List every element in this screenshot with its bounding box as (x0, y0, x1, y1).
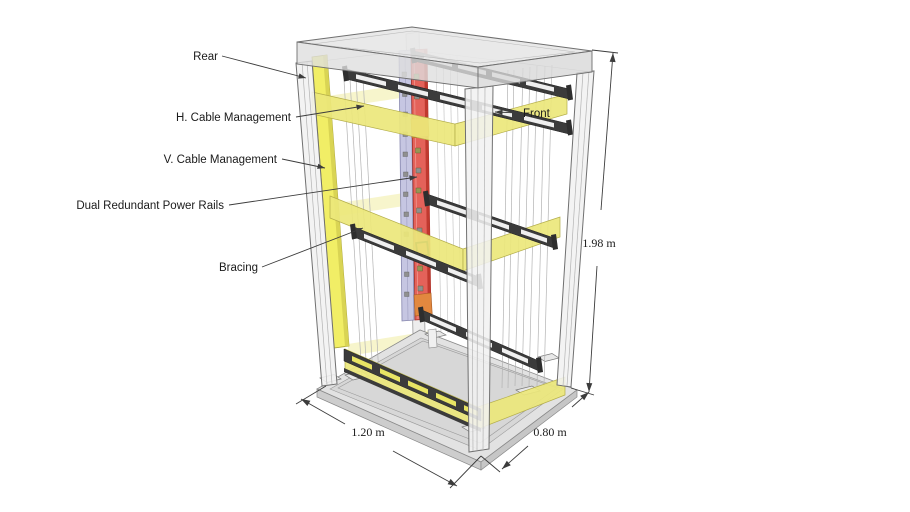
corner-posts[interactable] (295, 60, 595, 453)
dimension-depth-text: 1.20 m (351, 425, 385, 439)
dimension-lines (295, 49, 619, 489)
label-power-rails: Dual Redundant Power Rails (76, 200, 224, 212)
label-v-cable-management: V. Cable Management (164, 154, 278, 166)
label-bracing: Bracing (219, 262, 258, 274)
leader-lines (221, 55, 521, 268)
annotation-text: Rear H. Cable Management V. Cable Manage… (76, 51, 616, 439)
label-rear: Rear (193, 51, 218, 63)
label-front: Front (523, 108, 551, 120)
dimension-width-text: 0.80 m (533, 425, 567, 439)
top-panel[interactable] (296, 26, 593, 89)
label-h-cable-management: H. Cable Management (176, 112, 292, 124)
front-right-post (556, 70, 595, 388)
front-left-post (464, 85, 494, 453)
dimension-height-text: 1.98 m (582, 236, 616, 250)
